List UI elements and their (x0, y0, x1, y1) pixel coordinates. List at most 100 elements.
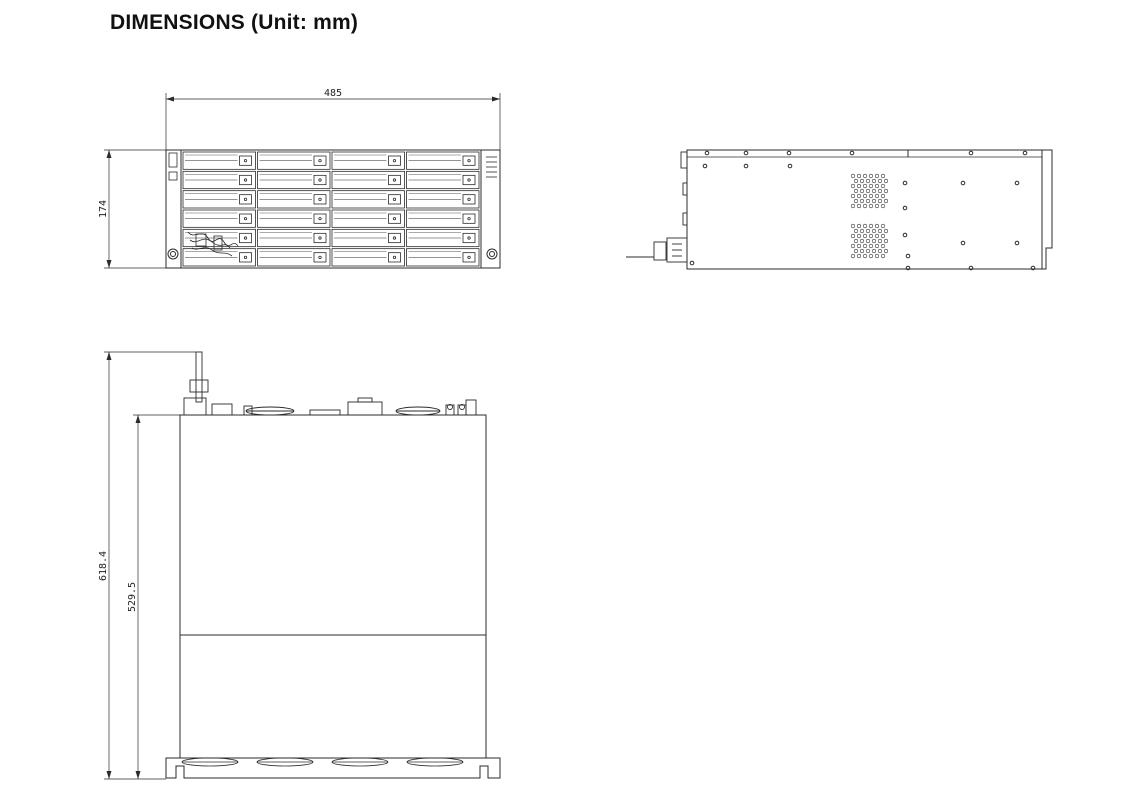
vent-hole (868, 203, 874, 209)
drive-latch (313, 174, 327, 186)
drive-bay (406, 170, 480, 190)
screw-hole (849, 150, 855, 156)
drive-latch (313, 232, 327, 244)
vent-hole (868, 193, 874, 199)
vent-hole (862, 193, 868, 199)
vent-hole (871, 228, 877, 234)
drive-latch (388, 232, 401, 244)
screw-hole (1022, 150, 1028, 156)
drive-latch (239, 155, 252, 166)
vent-hole (880, 233, 886, 239)
vent-hole (850, 183, 856, 189)
drive-bay (406, 248, 480, 267)
drive-bay (182, 248, 256, 267)
vent-hole (874, 223, 880, 229)
vent-hole (874, 193, 880, 199)
vent-hole (871, 198, 877, 204)
vent-hole (877, 198, 883, 204)
drive-bay (331, 209, 405, 228)
depth-body-label: 529.5 (127, 582, 138, 612)
drive-latch (313, 155, 327, 166)
vent-hole (865, 178, 871, 184)
vent-hole (874, 233, 880, 239)
vent-hole (850, 233, 856, 239)
vent-hole (850, 223, 856, 229)
vent-grille-bottom (850, 223, 889, 259)
vent-hole (868, 233, 874, 239)
vent-hole (865, 198, 871, 204)
drive-latch (239, 174, 252, 186)
vent-hole (880, 193, 886, 199)
screw-hole (786, 150, 792, 156)
front-connectors (626, 151, 688, 263)
vent-hole (883, 178, 889, 184)
side-view (626, 149, 1053, 271)
vent-hole (850, 243, 856, 249)
screw-hole (960, 180, 966, 186)
screw-hole (902, 180, 908, 186)
drive-latch (462, 155, 476, 166)
screw-hole (689, 260, 695, 266)
screw-hole (702, 163, 708, 169)
vent-hole (883, 228, 889, 234)
screw-hole (960, 240, 966, 246)
vent-hole (862, 223, 868, 229)
vent-hole (874, 173, 880, 179)
vent-hole (856, 233, 862, 239)
top-front-bezel (165, 757, 501, 779)
depth-total-dimension: 618.4 (98, 351, 196, 780)
right-ear (480, 150, 498, 268)
vent-hole (853, 178, 859, 184)
bezel-fans (181, 757, 464, 767)
screw-hole (968, 150, 974, 156)
front-view: 485 174 (98, 88, 501, 269)
vent-grille-top (850, 173, 889, 209)
screw-hole (743, 150, 749, 156)
drive-bay (331, 170, 405, 190)
drive-grid (182, 151, 480, 267)
drive-bay (257, 151, 331, 170)
screw-hole (1030, 265, 1036, 271)
drive-bay (257, 228, 331, 248)
vent-hole (871, 188, 877, 194)
vent-hole (877, 248, 883, 254)
drive-bay (182, 151, 256, 170)
screw-hole (905, 265, 911, 271)
vent-hole (856, 223, 862, 229)
vent-hole (883, 238, 889, 244)
drive-latch (388, 194, 401, 205)
drive-latch (388, 252, 401, 263)
drive-bay (257, 209, 331, 228)
vent-hole (856, 183, 862, 189)
depth-body-dimension: 529.5 (127, 414, 180, 779)
drive-bay (331, 190, 405, 209)
vent-hole (880, 223, 886, 229)
drive-bay (331, 151, 405, 170)
vent-hole (880, 203, 886, 209)
depth-total-label: 618.4 (98, 551, 109, 581)
screw-hole (1014, 240, 1020, 246)
drive-latch (462, 213, 476, 224)
drive-bay (257, 190, 331, 209)
vent-hole (859, 248, 865, 254)
vent-hole (865, 238, 871, 244)
vent-hole (850, 203, 856, 209)
drive-bay (406, 228, 480, 248)
drive-latch (239, 194, 252, 205)
height-label: 174 (98, 200, 109, 218)
vent-hole (862, 183, 868, 189)
vent-hole (865, 228, 871, 234)
vent-hole (862, 253, 868, 259)
drive-latch (462, 194, 476, 205)
width-dimension: 485 (165, 88, 501, 150)
drive-latch (388, 155, 401, 166)
height-dimension: 174 (98, 149, 166, 269)
drive-bay (182, 209, 256, 228)
vent-hole (853, 198, 859, 204)
vent-hole (871, 248, 877, 254)
drive-bay (182, 190, 256, 209)
drive-bay (331, 228, 405, 248)
drive-latch (313, 213, 327, 224)
left-ear (167, 150, 182, 268)
vent-hole (877, 228, 883, 234)
